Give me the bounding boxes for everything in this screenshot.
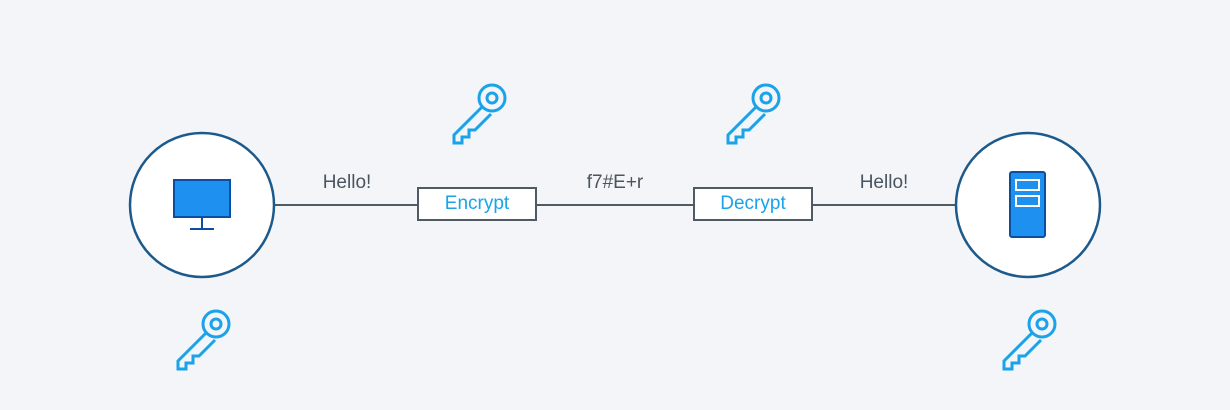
encrypt-key-icon (452, 83, 507, 145)
desktop-monitor-icon (173, 179, 231, 230)
client-node (128, 131, 276, 279)
decrypt-key-icon (726, 83, 781, 145)
client-key-icon (176, 309, 231, 371)
plaintext-input-label: Hello! (322, 172, 372, 193)
server-node (954, 131, 1102, 279)
server-key-icon (1002, 309, 1057, 371)
ciphertext-label: f7#E+r (586, 172, 644, 193)
server-icon (1009, 171, 1046, 238)
encrypt-box: Encrypt (417, 187, 537, 221)
plaintext-output-label: Hello! (859, 172, 909, 193)
decrypt-box: Decrypt (693, 187, 813, 221)
